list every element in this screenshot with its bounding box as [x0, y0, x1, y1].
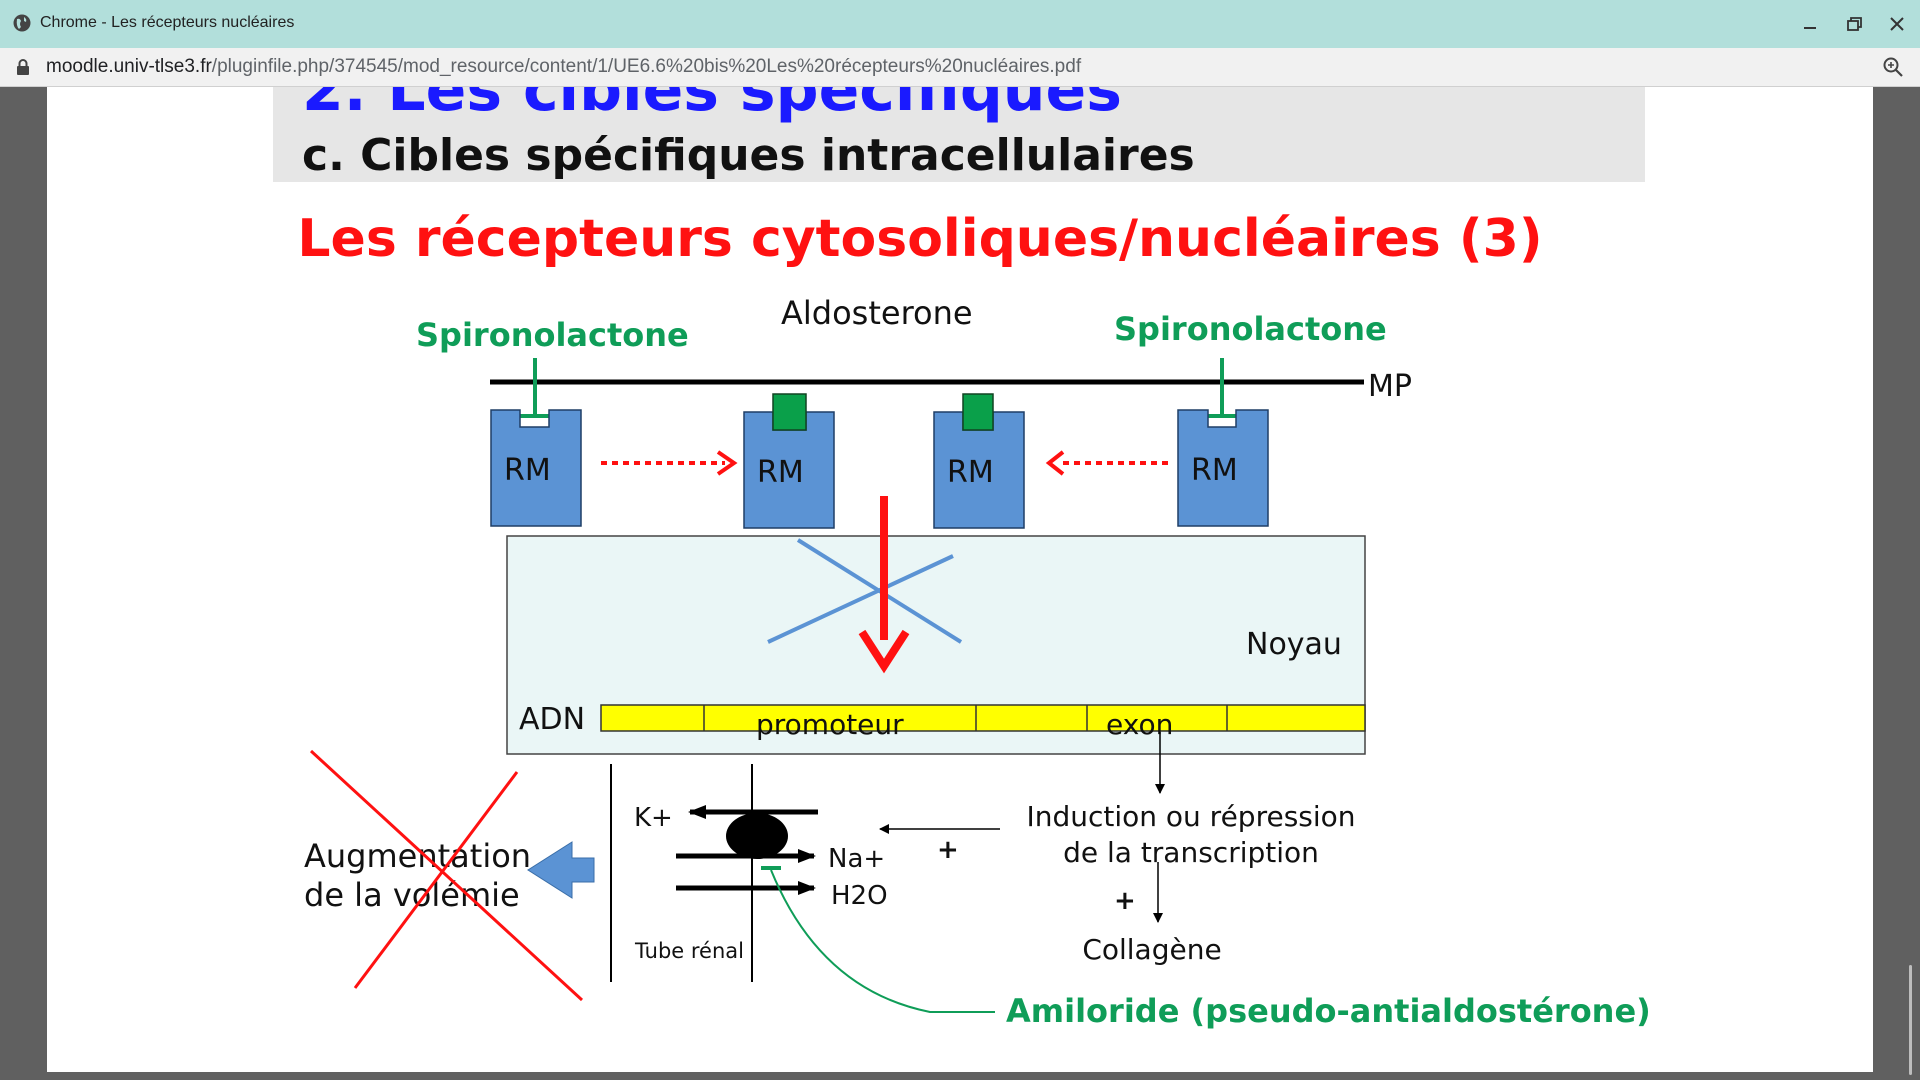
blocked-cross-line — [767, 554, 954, 644]
subsection-title: c. Cibles spécifiques intracellulaires — [302, 130, 1195, 181]
url-text[interactable]: moodle.univ-tlse3.fr/pluginfile.php/3745… — [46, 56, 1081, 78]
volemia-line-2: de la volémie — [304, 876, 520, 914]
receptor-box-3: RM — [933, 393, 1025, 529]
window-title: Chrome - Les récepteurs nucléaires — [40, 14, 295, 31]
slide-header-band — [273, 87, 1645, 182]
close-icon[interactable] — [1882, 10, 1912, 38]
volemia-line-1: Augmentation — [304, 837, 531, 875]
aldosterone-label: Aldosterone — [781, 294, 973, 332]
ion-channel-ellipse — [726, 813, 788, 859]
lock-icon[interactable] — [16, 59, 30, 76]
collagen-label: Collagène — [1082, 933, 1221, 966]
section-title: 2. Les cibles spécifiques — [302, 87, 1122, 125]
globe-icon — [13, 14, 31, 32]
spironolactone-label-right: Spironolactone — [1114, 310, 1387, 348]
volemia-block-arrow — [527, 841, 595, 899]
minimize-icon[interactable] — [1795, 10, 1825, 38]
receptor-label: RM — [757, 455, 804, 490]
spironolactone-label-left: Spironolactone — [416, 316, 689, 354]
browser-title-bar: Chrome - Les récepteurs nucléaires — [0, 0, 1920, 48]
nuclear-entry-arrowhead — [858, 629, 910, 674]
transcription-line-2: de la transcription — [1063, 836, 1319, 869]
aldosterone-bound-square — [772, 393, 807, 431]
zoom-icon[interactable] — [1882, 56, 1904, 78]
volemia-cross-line — [353, 771, 519, 989]
nucleus-label: Noyau — [1246, 627, 1342, 662]
aldosterone-bound-square — [962, 393, 994, 431]
receptor-label: RM — [1191, 453, 1238, 488]
receptor-label: RM — [947, 455, 994, 490]
plus-sign-bottom: + — [1114, 886, 1136, 916]
url-path: /pluginfile.php/374545/mod_resource/cont… — [211, 56, 1082, 77]
renal-tube-label: Tube rénal — [634, 939, 744, 963]
amiloride-label: Amiloride (pseudo-antialdostérone) — [1006, 992, 1651, 1030]
plus-sign-left: + — [937, 835, 959, 865]
url-host: moodle.univ-tlse3.fr — [46, 56, 212, 77]
promoter-label: promoteur — [756, 708, 904, 741]
amiloride-connector — [770, 869, 995, 1013]
potassium-label: K+ — [634, 803, 673, 833]
receptor-box-2: RM — [743, 393, 835, 529]
translocation-arrowhead-right — [716, 450, 738, 476]
restore-icon[interactable] — [1840, 10, 1870, 38]
vertical-scrollbar[interactable] — [1909, 965, 1912, 1075]
receptor-box-1: RM — [490, 409, 582, 527]
pdf-page: 2. Les cibles spécifiques c. Cibles spéc… — [47, 87, 1873, 1072]
main-title: Les récepteurs cytosoliques/nucléaires (… — [297, 209, 1542, 269]
water-label: H2O — [831, 881, 888, 911]
translocation-arrowhead-left — [1045, 450, 1065, 476]
dna-label: ADN — [519, 702, 585, 737]
receptor-box-4: RM — [1177, 409, 1269, 527]
volemia-cross-line — [309, 749, 584, 1002]
receptor-label: RM — [504, 453, 551, 488]
sodium-label: Na+ — [828, 844, 885, 874]
address-bar[interactable]: moodle.univ-tlse3.fr/pluginfile.php/3745… — [0, 48, 1920, 87]
transcription-line-1: Induction ou répression — [1026, 800, 1355, 833]
dna-strip — [600, 704, 1366, 732]
exon-label: exon — [1106, 708, 1173, 741]
membrane-label: MP — [1368, 369, 1412, 404]
slide-canvas: 2. Les cibles spécifiques c. Cibles spéc… — [273, 87, 1651, 1030]
